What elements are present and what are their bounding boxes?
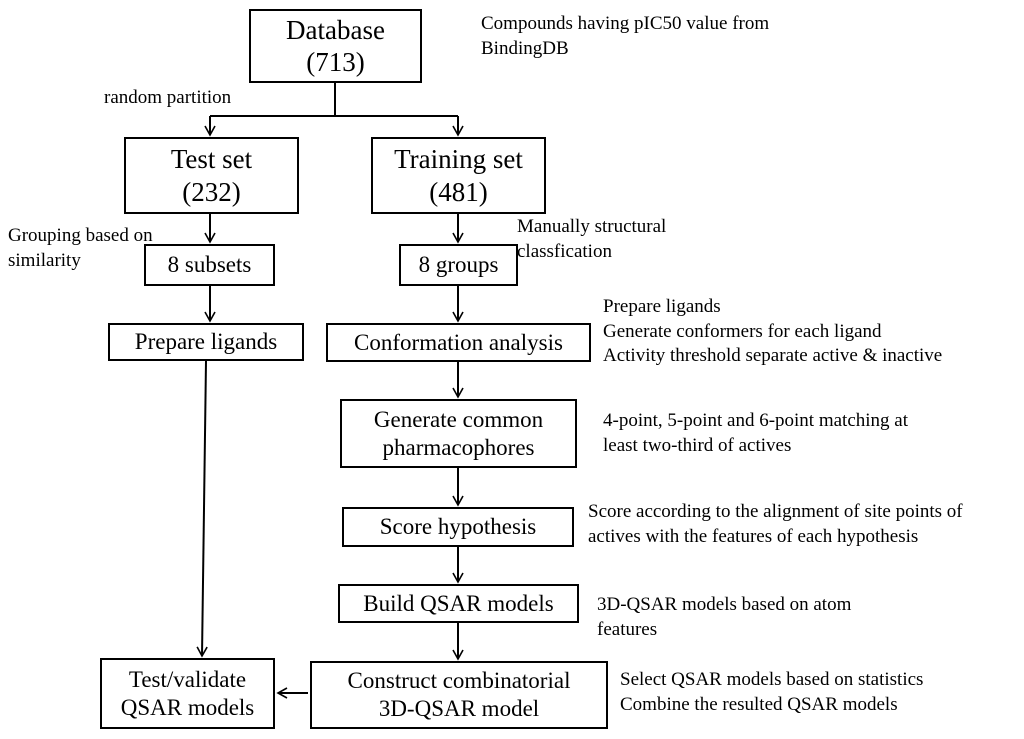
- grouping-note-line: similarity: [8, 249, 81, 271]
- build-qsar-box: Build QSAR models: [338, 584, 579, 623]
- conformation-note-line: Generate conformers for each ligand: [603, 320, 882, 342]
- conformation-note-line: Prepare ligands: [603, 296, 721, 317]
- subsets-label: 8 subsets: [167, 252, 252, 278]
- training-set-box: Training set (481): [371, 137, 546, 214]
- database-title: Database: [286, 14, 385, 45]
- source-note-line: BindingDB: [481, 37, 569, 59]
- arrow-prepare-to-validate: [196, 360, 208, 658]
- pharmacophores-line1: Generate common: [373, 406, 544, 432]
- score-hypothesis-label: Score hypothesis: [379, 514, 537, 540]
- prepare-ligands-box: Prepare ligands: [108, 323, 304, 361]
- combinatorial-model-box: Construct combinatorial 3D-QSAR model: [310, 661, 608, 729]
- partition-note-line: random partition: [104, 87, 232, 108]
- classification-note: Manually structural classfication: [517, 215, 666, 264]
- conformation-analysis-label: Conformation analysis: [354, 329, 563, 355]
- combinatorial-line1: Construct combinatorial: [347, 668, 571, 694]
- partition-note: random partition: [104, 86, 231, 111]
- build-qsar-note-line: features: [597, 618, 658, 640]
- source-note-line: Compounds having pIC50 value from: [481, 13, 770, 34]
- groups-box: 8 groups: [399, 244, 518, 286]
- combinatorial-note-line: Combine the resulted QSAR models: [620, 693, 898, 715]
- groups-label: 8 groups: [418, 252, 499, 278]
- prepare-ligands-label: Prepare ligands: [134, 329, 278, 355]
- combinatorial-line2: 3D-QSAR model: [378, 696, 540, 721]
- grouping-note: Grouping based on similarity: [8, 224, 153, 273]
- pharmacophores-note-line: 4-point, 5-point and 6-point matching at: [603, 410, 909, 431]
- score-note-line: Score according to the alignment of site…: [588, 501, 963, 522]
- score-hypothesis-box: Score hypothesis: [342, 507, 574, 547]
- test-set-title: Test set: [170, 144, 253, 175]
- build-qsar-label: Build QSAR models: [363, 590, 554, 616]
- build-qsar-note: 3D-QSAR models based on atom features: [597, 593, 851, 642]
- pharmacophores-line2: pharmacophores: [382, 434, 535, 460]
- source-note: Compounds having pIC50 value from Bindin…: [481, 12, 769, 61]
- score-note-line: actives with the features of each hypoth…: [588, 525, 919, 547]
- validate-line2: QSAR models: [120, 694, 255, 720]
- validate-line1: Test/validate: [128, 666, 247, 692]
- grouping-note-line: Grouping based on: [8, 225, 153, 246]
- pharmacophores-box: Generate common pharmacophores: [340, 399, 577, 468]
- pharmacophores-note: 4-point, 5-point and 6-point matching at…: [603, 409, 908, 458]
- combinatorial-note: Select QSAR models based on statistics C…: [620, 668, 923, 717]
- training-set-title: Training set: [394, 144, 523, 175]
- database-count: (713): [306, 47, 365, 77]
- build-qsar-note-line: 3D-QSAR models based on atom: [597, 594, 852, 615]
- conformation-note: Prepare ligands Generate conformers for …: [603, 295, 942, 369]
- test-set-box: Test set (232): [124, 137, 299, 214]
- pharmacophores-note-line: least two-third of actives: [603, 434, 792, 456]
- test-set-count: (232): [182, 176, 241, 207]
- classification-note-line: Manually structural: [517, 216, 667, 237]
- database-box: Database (713): [249, 9, 422, 83]
- validate-qsar-box: Test/validate QSAR models: [100, 658, 275, 729]
- training-set-count: (481): [429, 176, 488, 207]
- conformation-analysis-box: Conformation analysis: [326, 323, 591, 362]
- score-note: Score according to the alignment of site…: [588, 500, 963, 549]
- classification-note-line: classfication: [517, 240, 612, 262]
- conformation-note-line: Activity threshold separate active & ina…: [603, 345, 943, 367]
- combinatorial-note-line: Select QSAR models based on statistics: [620, 669, 924, 690]
- subsets-box: 8 subsets: [144, 244, 275, 286]
